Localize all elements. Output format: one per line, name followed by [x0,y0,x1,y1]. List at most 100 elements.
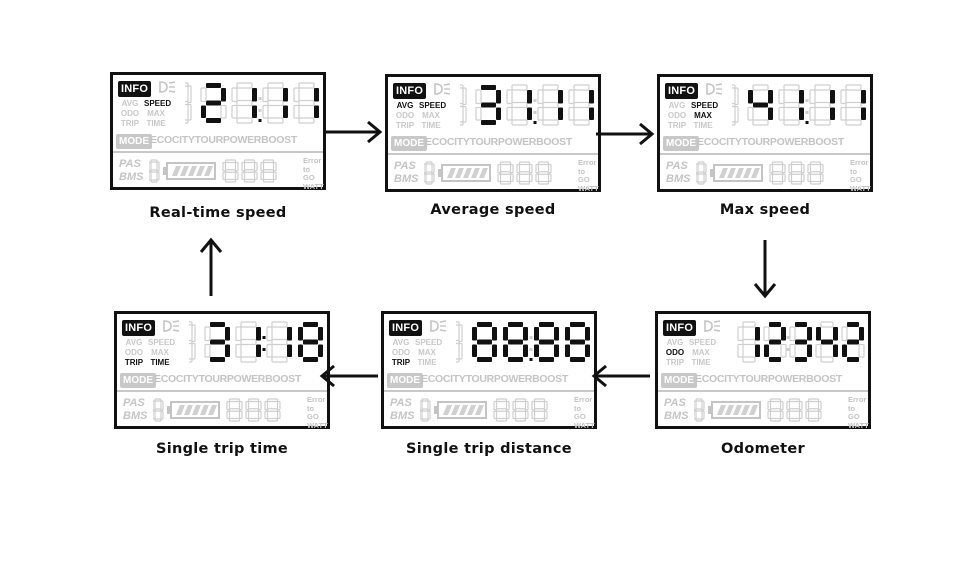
segment-on [210,339,225,345]
trip-label: TRIP [124,358,144,367]
segment-off [809,106,816,121]
segment-on [539,357,554,362]
battery-bar [717,405,726,415]
segment-off [694,410,697,420]
error-line: to GO [578,166,590,184]
segment-off [253,171,258,181]
segment-on [539,339,554,345]
segment-off [769,408,782,412]
battery-bar [192,405,201,415]
segment-off [150,179,158,183]
error-line: WATT [307,420,328,430]
segment-off [458,324,463,343]
segment-off [264,400,269,411]
segment-off [695,418,703,422]
segment-off [533,417,546,422]
mode-badge: MODE [391,136,427,151]
segment-on [481,120,496,125]
segment-off [809,161,822,166]
segment-off [537,171,550,175]
segment-off [243,178,256,183]
mode-badge: MODE [120,373,156,388]
avg-label: AVG [668,101,686,110]
segment-off [262,169,275,173]
lcd-display-tripdistance: INFO AVG ODO TRIP SPEED MAX TIME MODE EC… [381,311,597,429]
info-badge: INFO [663,320,697,336]
info-badge: INFO [122,320,156,336]
divider [113,151,323,153]
segment-on [589,107,594,120]
segment-off [506,89,513,105]
segment-on [318,344,323,357]
error-line: WATT [850,183,871,193]
segment-off [231,104,238,119]
segment-off [509,163,514,174]
segment-off [154,398,162,402]
segment-off [805,410,810,420]
segment-off [257,410,262,420]
caption-realtime: Real-time speed [149,205,287,221]
colon-dot [258,109,262,112]
segment-off [805,400,810,411]
segment-off [771,180,784,185]
battery-bar [451,405,460,415]
battery-bar [735,168,744,178]
error-line: Error [850,158,869,167]
segment-off [247,408,260,412]
error-line: Error [848,395,867,404]
segment-off [778,106,785,121]
segment-off [809,171,822,175]
segment-off [696,173,699,183]
seven-segment-readout [456,321,590,363]
segment-on [807,344,812,357]
segment-off [191,324,196,343]
segment-off [427,410,431,420]
ride-modes: ECOCITYTOURPOWERBOOST [695,373,842,385]
segment-off [752,84,769,91]
headlight-icon [159,81,176,93]
segment-on [570,339,585,345]
colon-dot [533,99,537,102]
segment-off [814,119,831,126]
segment-off [241,171,246,181]
segment-off [809,180,822,185]
segment-off [747,106,754,121]
segment-off [231,87,238,103]
segment-off [786,410,791,420]
segment-off [695,398,703,402]
caption-tripdistance: Single trip distance [406,441,572,457]
mode-badge: MODE [387,373,423,388]
segment-off [737,343,744,358]
segment-off [154,408,162,412]
ride-modes: ECOCITYTOURPOWERBOOST [697,136,844,148]
segment-on [554,344,559,357]
segment-off [533,398,546,403]
segment-off [798,410,803,420]
segment-off [271,338,288,346]
max-label: MAX [692,348,710,357]
battery-bar [196,166,205,176]
segment-on [496,90,501,104]
error-line: WATT [303,181,324,191]
segment-off [769,163,774,174]
segment-off [732,102,736,108]
bms-label: BMS [123,410,148,422]
segment-off [786,400,791,411]
segment-on [769,339,781,345]
segment-on [755,344,760,357]
segment-off [187,103,192,121]
segment-off [788,173,793,183]
segment-off [807,408,820,412]
segment-off [276,400,281,411]
avg-label: AVG [121,99,139,108]
segment-off [769,417,782,422]
speed-label: SPEED [148,338,176,347]
colon-dot [529,348,533,351]
avg-label: AVG [392,338,410,347]
lcd-display-triptime: INFO AVG ODO TRIP SPEED MAX TIME MODE EC… [114,311,330,429]
battery-bar [176,405,185,415]
speed-label: SPEED [691,101,719,110]
segment-off [814,84,831,91]
segment-off [807,163,812,174]
segment-off [815,343,822,358]
